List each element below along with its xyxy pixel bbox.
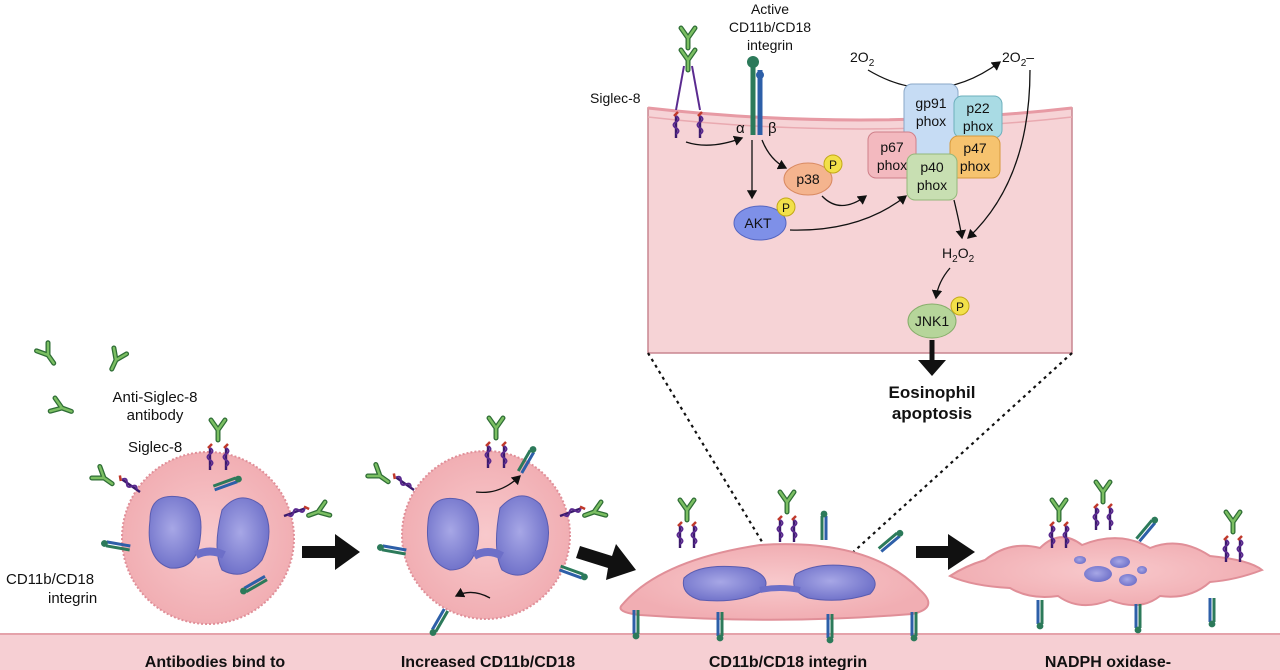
step-arrow-2 — [576, 544, 636, 580]
integrin-label-line-2: integrin — [48, 590, 97, 607]
antibody-label-1: Anti-Siglec-8 — [112, 389, 197, 406]
integrin-label-line-1: CD11b/CD18 — [6, 571, 94, 588]
gp91-label-1: gp91 — [915, 95, 946, 111]
antibody-label-2: antibody — [127, 407, 184, 424]
p40-label-1: p40 — [920, 159, 944, 175]
step-caption-3: CD11b/CD18 integrin — [709, 654, 867, 670]
p38-label: p38 — [796, 171, 820, 187]
jnk1-label: JNK1 — [915, 313, 949, 329]
p22-label-2: phox — [963, 118, 993, 134]
gp91-label-2: phox — [916, 113, 946, 129]
integrin-label-3: integrin — [747, 37, 793, 53]
alpha-label: α — [736, 120, 745, 137]
eosinophil-cell-2 — [368, 418, 606, 639]
p38-phosphate: P — [829, 158, 837, 172]
h2o2-label: H2O2 — [942, 245, 975, 265]
integrin-label-2: CD11b/CD18 — [729, 19, 811, 35]
p67-label-1: p67 — [880, 139, 904, 155]
eosinophil-cell-4 — [947, 482, 1264, 635]
oxygen-label: 2O2 — [850, 49, 875, 69]
akt-node: AKT P — [733, 197, 796, 241]
step-arrow-1 — [302, 534, 360, 570]
akt-phosphate: P — [782, 201, 790, 215]
nadph-oxidase-complex: gp91 phox p22 phox p47 phox p67 phox p40… — [867, 83, 1003, 201]
siglec-label: Siglec-8 — [128, 439, 182, 456]
beta-label: β — [768, 120, 777, 137]
p38-node: p38 P — [783, 154, 843, 196]
p40-label-2: phox — [917, 177, 947, 193]
p22-label-1: p22 — [966, 100, 990, 116]
zoom-panel: Siglec-8 Active CD11b/CD18 integrin α β … — [590, 1, 1073, 556]
free-antibodies — [37, 343, 127, 418]
siglec-receptor — [672, 28, 704, 140]
jnk1-node: JNK1 P — [907, 296, 970, 339]
caption-band — [0, 633, 1280, 670]
outcome-line-2: apoptosis — [892, 404, 972, 423]
eosinophil-cell-3 — [619, 492, 930, 645]
akt-label: AKT — [744, 215, 772, 231]
step-caption-4: NADPH oxidase- — [1045, 654, 1171, 670]
p47-label-2: phox — [960, 158, 990, 174]
step-caption-1: Antibodies bind to — [145, 654, 286, 670]
zoom-siglec-label: Siglec-8 — [590, 90, 641, 106]
integrin-label-1: Active — [751, 1, 789, 17]
p67-label-2: phox — [877, 157, 907, 173]
step-caption-2: Increased CD11b/CD18 — [401, 654, 575, 670]
outcome-line-1: Eosinophil — [889, 383, 976, 402]
eosinophil-cell-1 — [92, 420, 330, 625]
p47-label-1: p47 — [963, 140, 987, 156]
integrin-receptor — [747, 56, 764, 135]
step-arrow-3 — [916, 534, 975, 570]
jnk1-phosphate: P — [956, 300, 964, 314]
superoxide-label: 2O2– — [1002, 49, 1034, 69]
